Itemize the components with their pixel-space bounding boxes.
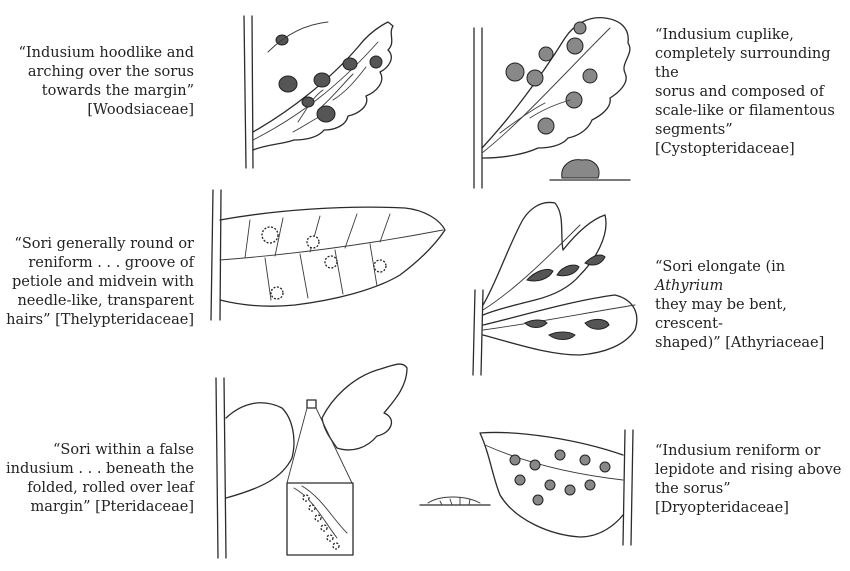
caption-athyriaceae-part1: “Sori elongate (in bbox=[655, 259, 786, 275]
caption-athyriaceae-genus: Athyrium bbox=[655, 278, 724, 294]
pteridaceae-illustration bbox=[215, 363, 408, 559]
caption-athyriaceae-part2: they may be bent, crescent- shaped)” [At… bbox=[655, 297, 825, 351]
caption-cystopteridaceae: “Indusium cuplike, completely surroundin… bbox=[655, 27, 835, 157]
caption-thelypteridaceae: “Sori generally round or reniform . . . … bbox=[6, 236, 194, 328]
athyriaceae-illustration bbox=[472, 201, 638, 376]
woodsiaceae-illustration bbox=[243, 15, 394, 169]
thelypteridaceae-illustration bbox=[210, 189, 446, 321]
cystopteridaceae-illustration bbox=[473, 17, 631, 189]
caption-woodsiaceae: “Indusium hoodlike and arching over the … bbox=[18, 45, 194, 118]
caption-dryopteridaceae: “Indusium reniform or lepidote and risin… bbox=[655, 443, 842, 516]
caption-pteridaceae: “Sori within a false indusium . . . bene… bbox=[6, 442, 194, 515]
dryopteridaceae-illustration bbox=[419, 429, 634, 546]
caption-athyriaceae: “Sori elongate (in Athyrium they may be … bbox=[655, 258, 850, 353]
